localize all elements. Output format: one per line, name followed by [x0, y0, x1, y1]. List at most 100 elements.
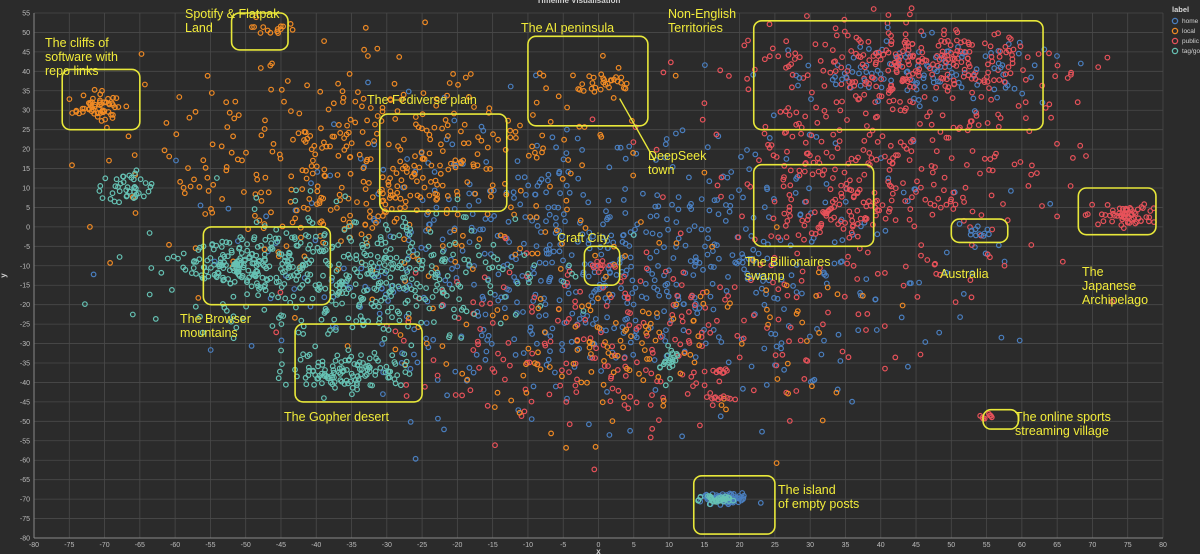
data-point-local — [452, 258, 459, 265]
data-point-tag-gopher — [223, 262, 229, 269]
data-point-local — [512, 251, 519, 258]
data-point-public — [833, 32, 840, 39]
data-point-public — [592, 355, 598, 362]
data-point-home — [850, 54, 857, 61]
data-point-home — [752, 151, 759, 158]
data-point-public — [874, 270, 881, 277]
data-point-local — [448, 160, 454, 167]
data-point-local — [426, 192, 433, 199]
data-point-public — [1104, 201, 1111, 208]
data-point-public — [566, 421, 573, 428]
data-point-tag-gopher — [308, 257, 315, 264]
data-point-home — [598, 368, 604, 374]
data-point-public — [932, 164, 938, 171]
data-point-tag-gopher — [416, 258, 423, 264]
data-point-tag-gopher — [387, 288, 394, 295]
data-point-public — [801, 376, 808, 382]
data-point-home — [543, 218, 549, 225]
data-point-tag-gopher — [297, 285, 303, 291]
data-point-tag-gopher — [349, 384, 356, 391]
data-point-public — [701, 100, 708, 107]
data-point-public — [528, 303, 535, 310]
data-point-local — [561, 136, 567, 143]
data-point-tag-gopher — [402, 362, 409, 369]
annotation-label: software with — [45, 50, 118, 64]
data-point-public — [938, 37, 945, 44]
data-point-home — [441, 426, 447, 433]
data-point-public — [1122, 205, 1129, 212]
annotation-box — [752, 19, 1044, 131]
data-point-local — [444, 192, 451, 199]
data-point-home — [761, 204, 768, 211]
data-point-local — [470, 161, 477, 168]
data-point-home — [946, 63, 953, 70]
data-point-public — [1089, 201, 1095, 208]
data-point-local — [277, 23, 284, 30]
data-point-public — [844, 68, 851, 74]
data-point-local — [300, 204, 307, 211]
data-point-public — [872, 99, 879, 105]
data-point-public — [832, 196, 839, 203]
data-point-tag-gopher — [197, 244, 203, 251]
data-point-home — [898, 314, 905, 321]
data-point-public — [873, 59, 879, 66]
data-point-tag-gopher — [116, 254, 123, 260]
data-point-local — [542, 229, 549, 235]
data-point-local — [587, 307, 594, 314]
data-point-home — [559, 341, 565, 347]
data-point-tag-gopher — [289, 234, 295, 241]
data-point-local — [310, 157, 316, 164]
data-point-public — [1052, 73, 1059, 80]
data-point-local — [416, 164, 423, 171]
data-point-home — [466, 239, 473, 246]
data-point-public — [722, 296, 728, 303]
data-point-local — [695, 333, 702, 340]
data-point-public — [736, 354, 743, 361]
data-point-tag-gopher — [385, 374, 392, 381]
data-point-home — [702, 340, 709, 347]
data-point-public — [741, 42, 748, 49]
annotation-label: Territories — [668, 21, 723, 35]
data-point-home — [515, 174, 521, 181]
data-point-local — [767, 314, 773, 321]
y-tick-label: -40 — [20, 380, 30, 387]
data-point-public — [836, 201, 843, 208]
data-point-tag-gopher — [230, 335, 237, 342]
data-point-local — [224, 124, 231, 130]
data-point-home — [728, 169, 735, 175]
data-point-home — [675, 206, 682, 213]
data-point-home — [670, 255, 677, 261]
data-point-home — [968, 227, 974, 234]
data-point-public — [886, 208, 892, 215]
data-point-home — [956, 220, 963, 227]
data-point-home — [969, 270, 976, 276]
data-point-local — [397, 146, 404, 153]
data-point-tag-gopher — [124, 184, 131, 191]
data-point-local — [387, 175, 394, 182]
data-point-public — [932, 260, 938, 267]
data-point-local — [584, 379, 590, 386]
data-point-tag-gopher — [306, 351, 313, 358]
data-point-home — [770, 112, 777, 119]
data-point-local — [604, 344, 611, 350]
data-point-public — [902, 198, 909, 204]
data-point-home — [582, 319, 589, 326]
data-point-local — [412, 153, 418, 160]
data-point-local — [200, 157, 207, 164]
data-point-tag-gopher — [273, 226, 280, 233]
data-point-home — [508, 254, 515, 260]
data-point-local — [495, 136, 502, 143]
data-point-public — [879, 133, 886, 140]
data-point-home — [520, 350, 527, 357]
data-point-tag-gopher — [322, 285, 329, 292]
data-point-tag-gopher — [311, 381, 318, 388]
data-point-tag-gopher — [372, 368, 379, 375]
data-point-tag-gopher — [333, 327, 339, 334]
data-point-tag-gopher — [418, 319, 425, 326]
data-point-tag-gopher — [275, 235, 282, 242]
data-point-tag-gopher — [359, 366, 365, 373]
data-point-local — [469, 266, 476, 273]
data-point-tag-gopher — [413, 266, 419, 273]
data-point-public — [815, 168, 822, 175]
data-point-local — [337, 129, 344, 136]
